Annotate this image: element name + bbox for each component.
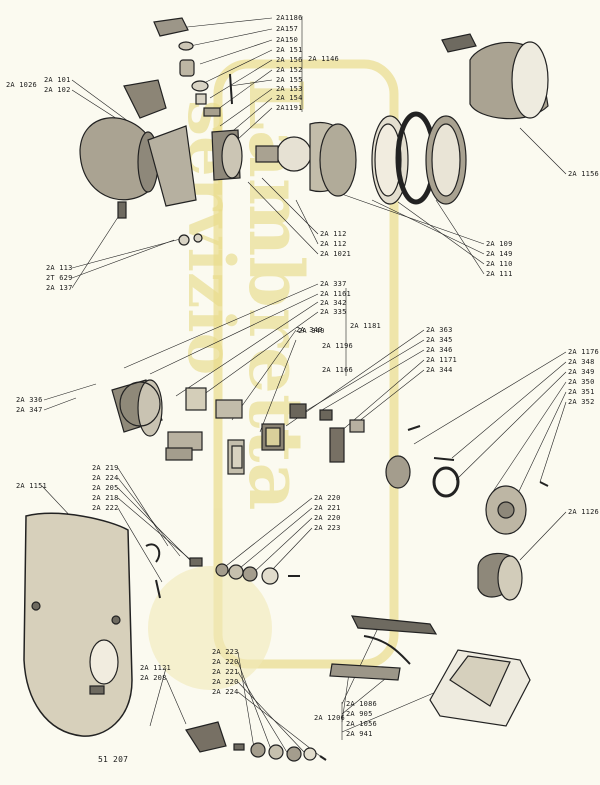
label-2a1086: 2A 1086: [346, 700, 377, 708]
label-2a102: 2A 102: [44, 86, 71, 94]
label-2a112-a: 2A 112: [320, 230, 347, 238]
label-2a149: 2A 149: [486, 250, 513, 258]
label-2a112-b: 2A 112: [320, 240, 347, 248]
label-2a337: 2A 337: [320, 280, 347, 288]
label-2a1056: 2A 1056: [346, 720, 377, 728]
label-2a109: 2A 109: [486, 240, 513, 248]
label-mid-2a220-a: 2A 220: [314, 494, 341, 502]
label-2a348: 2A 348: [568, 358, 595, 366]
label-2a154: 2A 154: [276, 94, 303, 102]
label-low-2a220-b: 2A 220: [212, 678, 239, 686]
label-2a208: 2A 208: [140, 674, 167, 682]
label-2a346: 2A 346: [426, 346, 453, 354]
label-2a1161: 2A 1161: [320, 290, 351, 298]
label-2a151: 2A 151: [276, 46, 303, 54]
label-mid-2a220-b: 2A 220: [314, 514, 341, 522]
label-2a150: 2A150: [276, 36, 299, 44]
label-2a1151: 2A 1151: [16, 482, 47, 490]
label-low-2a223: 2A 223: [212, 648, 239, 656]
label-2a1121: 2A 1121: [140, 664, 171, 672]
label-2a224: 2A 224: [92, 474, 119, 482]
label-2a111: 2A 111: [486, 270, 513, 278]
label-2a1206: 2A 1206: [314, 714, 345, 722]
label-2a1126: 2A 1126: [568, 508, 599, 516]
label-2a222: 2A 222: [92, 504, 119, 512]
label-low-2a221: 2A 221: [212, 668, 239, 676]
label-2a340-a: 2A 340: [296, 326, 323, 334]
label-2a137: 2A 137: [46, 284, 73, 292]
label-2a157: 2A157: [276, 25, 299, 33]
label-2a1181: 2A 1181: [350, 322, 381, 330]
watermark-frame: [148, 59, 399, 690]
label-2a1026: 2A 1026: [6, 81, 37, 89]
label-2a344: 2A 344: [426, 366, 453, 374]
label-2a218: 2A 218: [92, 494, 119, 502]
label-2t629: 2T 629: [46, 274, 73, 282]
label-2a205: 2A 205: [92, 484, 119, 492]
label-2a340-b: 2A 340: [298, 327, 325, 335]
label-2a1166: 2A 1166: [322, 366, 353, 374]
label-2a352: 2A 352: [568, 398, 595, 406]
label-2a349: 2A 349: [568, 368, 595, 376]
label-2a941: 2A 941: [346, 730, 373, 738]
label-2a351: 2A 351: [568, 388, 595, 396]
label-2a1196: 2A 1196: [322, 342, 353, 350]
label-2a905: 2A 905: [346, 710, 373, 718]
label-2a152: 2A 152: [276, 66, 303, 74]
label-2a345: 2A 345: [426, 336, 453, 344]
label-2a1186: 2A1186: [276, 14, 303, 22]
label-2a1146: 2A 1146: [308, 55, 339, 63]
label-2a1176: 2A 1176: [568, 348, 599, 356]
label-2a110: 2A 110: [486, 260, 513, 268]
label-2a1156: 2A 1156: [568, 170, 599, 178]
label-2a219: 2A 219: [92, 464, 119, 472]
label-2a1171: 2A 1171: [426, 356, 457, 364]
label-2a363: 2A 363: [426, 326, 453, 334]
label-2a342: 2A 342: [320, 299, 347, 307]
label-2a347: 2A 347: [16, 406, 43, 414]
label-2a1021: 2A 1021: [320, 250, 351, 258]
label-low-2a220-a: 2A 220: [212, 658, 239, 666]
label-2a156: 2A 156: [276, 56, 303, 64]
label-2a155: 2A 155: [276, 76, 303, 84]
label-2a1191: 2A1191: [276, 104, 303, 112]
label-2a335: 2A 335: [320, 308, 347, 316]
label-2a336: 2A 336: [16, 396, 43, 404]
label-2a101: 2A 101: [44, 76, 71, 84]
label-mid-2a221: 2A 221: [314, 504, 341, 512]
label-mid-2a223: 2A 223: [314, 524, 341, 532]
plate-number: 51 207: [98, 755, 129, 764]
label-2a153: 2A 153: [276, 85, 303, 93]
label-2a350: 2A 350: [568, 378, 595, 386]
label-2a113: 2A 113: [46, 264, 73, 272]
label-low-2a224: 2A 224: [212, 688, 239, 696]
